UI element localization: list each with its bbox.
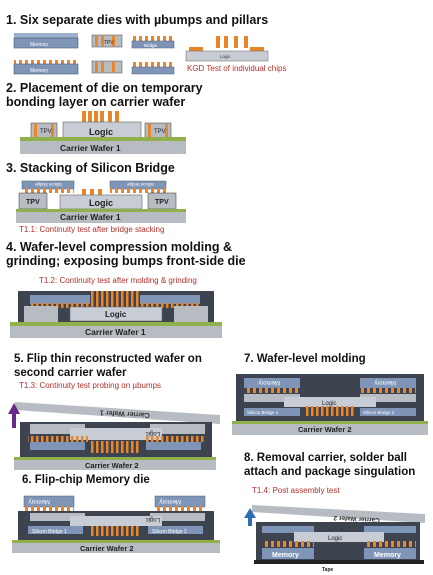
memory-label: Memory: [374, 552, 401, 559]
logic-label: Logic: [146, 430, 160, 436]
carrier-wafer-2-label: Carrier Wafer 2: [80, 544, 134, 553]
tpv-label: TPV: [104, 40, 114, 46]
tpv-die-1: TPV: [91, 34, 123, 48]
memory-label: Memory: [374, 379, 396, 385]
t14-note: T1.4: Post assembly test: [252, 486, 340, 495]
step-4-title: 4. Wafer-level compression molding & gri…: [6, 240, 246, 268]
step2-diagram: Logic TPV TPV Carrier Wafer 1: [20, 111, 186, 154]
step-8-title: 8. Removal carrier, solder ball attach a…: [244, 452, 416, 478]
flip-arrow-icon: [244, 508, 256, 518]
step-3-title: 3. Stacking of Silicon Bridge: [6, 161, 175, 175]
logic-label: Logic: [89, 127, 113, 137]
step-5-title: 5. Flip thin reconstructed wafer on seco…: [14, 353, 202, 379]
t13-note: T1.3: Continuity test probing on µbumps: [19, 381, 162, 390]
kgd-test-note: KGD Test of individual chips: [187, 64, 287, 73]
tpv-label: TPV: [155, 199, 169, 206]
t11-note: T1.1: Continuity test after bridge stack…: [19, 225, 165, 234]
carrier-wafer-1-label: Carrier Wafer 1: [100, 408, 150, 418]
tpv-label: TPV: [154, 129, 166, 135]
step3-diagram: Silicon bridge Silicon bridge Logic TPV …: [16, 180, 186, 223]
step5-diagram: Carrier Wafer 1 Logic Carrier Wafer 2: [8, 402, 220, 470]
silicon-bridge-2-label: Silicon Bridge 2: [152, 529, 187, 535]
step-1-title: 1. Six separate dies with µbumps and pil…: [6, 13, 269, 27]
silicon-bridge-label: Silicon bridge: [126, 182, 154, 187]
logic-label: Logic: [322, 401, 336, 407]
logic-label: Logic: [328, 536, 342, 542]
step4-diagram: Logic Carrier Wafer 1: [10, 291, 222, 338]
memory-die-2: Memory: [13, 60, 79, 75]
step-6-title: 6. Flip-chip Memory die: [22, 474, 150, 486]
memory-label: Memory: [28, 498, 50, 504]
tpv-label: TPV: [26, 199, 40, 206]
carrier-wafer-1-label: Carrier Wafer 1: [60, 143, 121, 153]
memory-label: Memory: [258, 379, 280, 385]
step7-diagram: Memory Memory Logic Silicon Bridge 1 Sil…: [232, 374, 428, 435]
carrier-wafer-1-label: Carrier Wafer 1: [60, 212, 121, 222]
silicon-bridge-1-label: Silicon Bridge 1: [247, 410, 279, 415]
carrier-wafer-2-label: Carrier Wafer 2: [298, 425, 352, 434]
carrier-wafer-2-label: Carrier Wafer 2: [85, 461, 139, 470]
silicon-bridge-2-label: Silicon Bridge 2: [363, 410, 395, 415]
bridge-die-1: Bridge: [131, 36, 175, 49]
step6-diagram: Memory Memory Logic Silicon Bridge 1 Sil…: [12, 495, 220, 553]
step-2-title: 2. Placement of die on temporary bonding…: [6, 81, 203, 109]
silicon-bridge-label: Silicon bridge: [34, 182, 62, 187]
memory-label: Memory: [272, 552, 299, 559]
step8-diagram: Carrier Wafer 2 Logic Memory Memory Tape: [244, 505, 425, 573]
carrier-wafer-2-label: Carrier Wafer 2: [333, 514, 380, 523]
carrier-wafer-1-label: Carrier Wafer 1: [85, 327, 146, 337]
logic-label: Logic: [220, 54, 232, 59]
memory-label: Memory: [159, 498, 181, 504]
memory-label: Memory: [30, 42, 49, 48]
step-7-title: 7. Wafer-level molding: [244, 353, 366, 365]
bridge-die-2: [131, 62, 175, 75]
logic-die: Logic: [185, 36, 269, 62]
logic-label: Logic: [89, 198, 113, 208]
t12-note: T1.2: Continuity test after molding & gr…: [39, 276, 197, 285]
logic-label: Logic: [105, 310, 127, 319]
tpv-label: TPV: [40, 129, 52, 135]
memory-label: Memory: [30, 68, 49, 74]
logic-label: Logic: [146, 516, 160, 522]
tpv-die-2: [91, 60, 123, 74]
tape-label: Tape: [322, 567, 334, 573]
bridge-label: Bridge: [144, 43, 158, 48]
flip-arrow-icon: [8, 403, 20, 414]
silicon-bridge-1-label: Silicon Bridge 1: [32, 529, 67, 535]
memory-die-1: Memory: [13, 33, 79, 49]
